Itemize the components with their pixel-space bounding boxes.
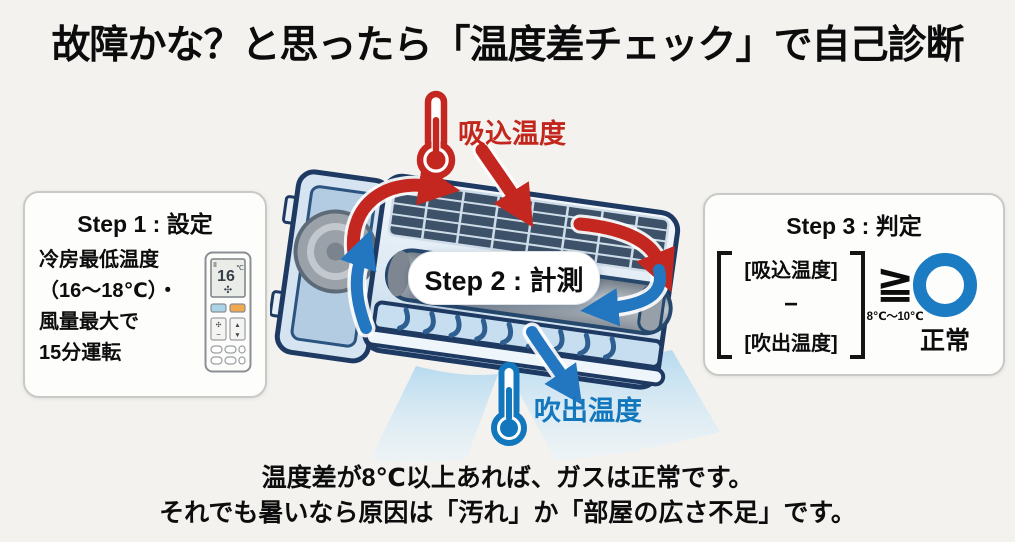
- temp-difference-formula: [吸込温度] − [吹出温度]: [717, 251, 865, 359]
- bracket-right: [850, 251, 865, 359]
- comparator-symbol: ≧: [875, 255, 915, 307]
- remote-lcd: [210, 258, 246, 298]
- remote-temp-rocker: [229, 317, 246, 341]
- circulation-arrow-left: [340, 229, 377, 334]
- intake-arrow-right: [573, 217, 675, 293]
- step2-label: Step 2 : 計測: [408, 251, 600, 305]
- formula-operator: −: [783, 291, 798, 318]
- svg-text:▼: ▼: [234, 332, 240, 339]
- step3-card: Step 3 : 判定 [吸込温度] − [吹出温度] ≧ 8℃〜10℃ 正常: [703, 193, 1005, 376]
- remote-temp-unit: ℃: [236, 265, 244, 272]
- step1-heading: Step 1 : 設定: [77, 211, 213, 237]
- step1-line: 冷房最低温度: [39, 249, 159, 271]
- footer-line2: それでも暑いなら原因は「汚れ」か「部屋の広さ不足」です。: [159, 499, 856, 527]
- footer-note: 温度差が8℃以上あれば、ガスは正常です。 それでも暑いなら原因は「汚れ」か「部屋…: [0, 461, 1015, 531]
- intake-thermometer-icon: [416, 90, 456, 180]
- comparator: ≧ 8℃〜10℃: [866, 255, 924, 324]
- step3-heading: Step 3 : 判定: [786, 213, 922, 239]
- outlet-thermometer-icon: [491, 362, 527, 446]
- circulation-arrow-right: [580, 264, 666, 327]
- svg-text:▲: ▲: [234, 322, 240, 329]
- svg-text:✣: ✣: [216, 321, 222, 329]
- step1-line: 風量最大で: [39, 311, 139, 333]
- remote-control-icon: 16 ℃ ✣ ✣ − ▲ ▼: [204, 251, 252, 373]
- normal-circle-icon: [913, 253, 977, 317]
- step1-instructions: 冷房最低温度 （16〜18℃）・ 風量最大で 15分運転: [39, 245, 209, 369]
- step1-line: （16〜18℃）・: [39, 280, 178, 302]
- comparator-range: 8℃〜10℃: [866, 311, 924, 323]
- outlet-arrow: [526, 326, 582, 405]
- footer-line1: 温度差が8℃以上あれば、ガスは正常です。: [261, 464, 754, 492]
- formula-outlet: [吹出温度]: [744, 333, 838, 355]
- remote-cool-button: [210, 303, 227, 313]
- intake-temp-label: 吸込温度: [458, 119, 566, 149]
- outlet-temp-label: 吹出温度: [534, 396, 642, 426]
- step1-card: Step 1 : 設定 冷房最低温度 （16〜18℃）・ 風量最大で 15分運転…: [23, 191, 267, 398]
- remote-heat-button: [229, 303, 246, 313]
- remote-small-buttons: [210, 345, 246, 365]
- step1-line: 15分運転: [39, 342, 122, 364]
- formula-intake: [吸込温度]: [744, 260, 838, 282]
- page-title: 故障かな？と思ったら「温度差チェック」で自己診断: [51, 24, 964, 67]
- intake-arrow-top: [475, 143, 534, 228]
- normal-result-label: 正常: [919, 327, 970, 355]
- remote-fan-icon: ✣: [224, 285, 232, 296]
- bracket-left: [717, 251, 732, 359]
- remote-fan-rocker: [210, 317, 227, 341]
- svg-text:−: −: [216, 330, 221, 339]
- airflow-arrows: [340, 140, 675, 405]
- remote-temp-value: 16: [217, 268, 235, 285]
